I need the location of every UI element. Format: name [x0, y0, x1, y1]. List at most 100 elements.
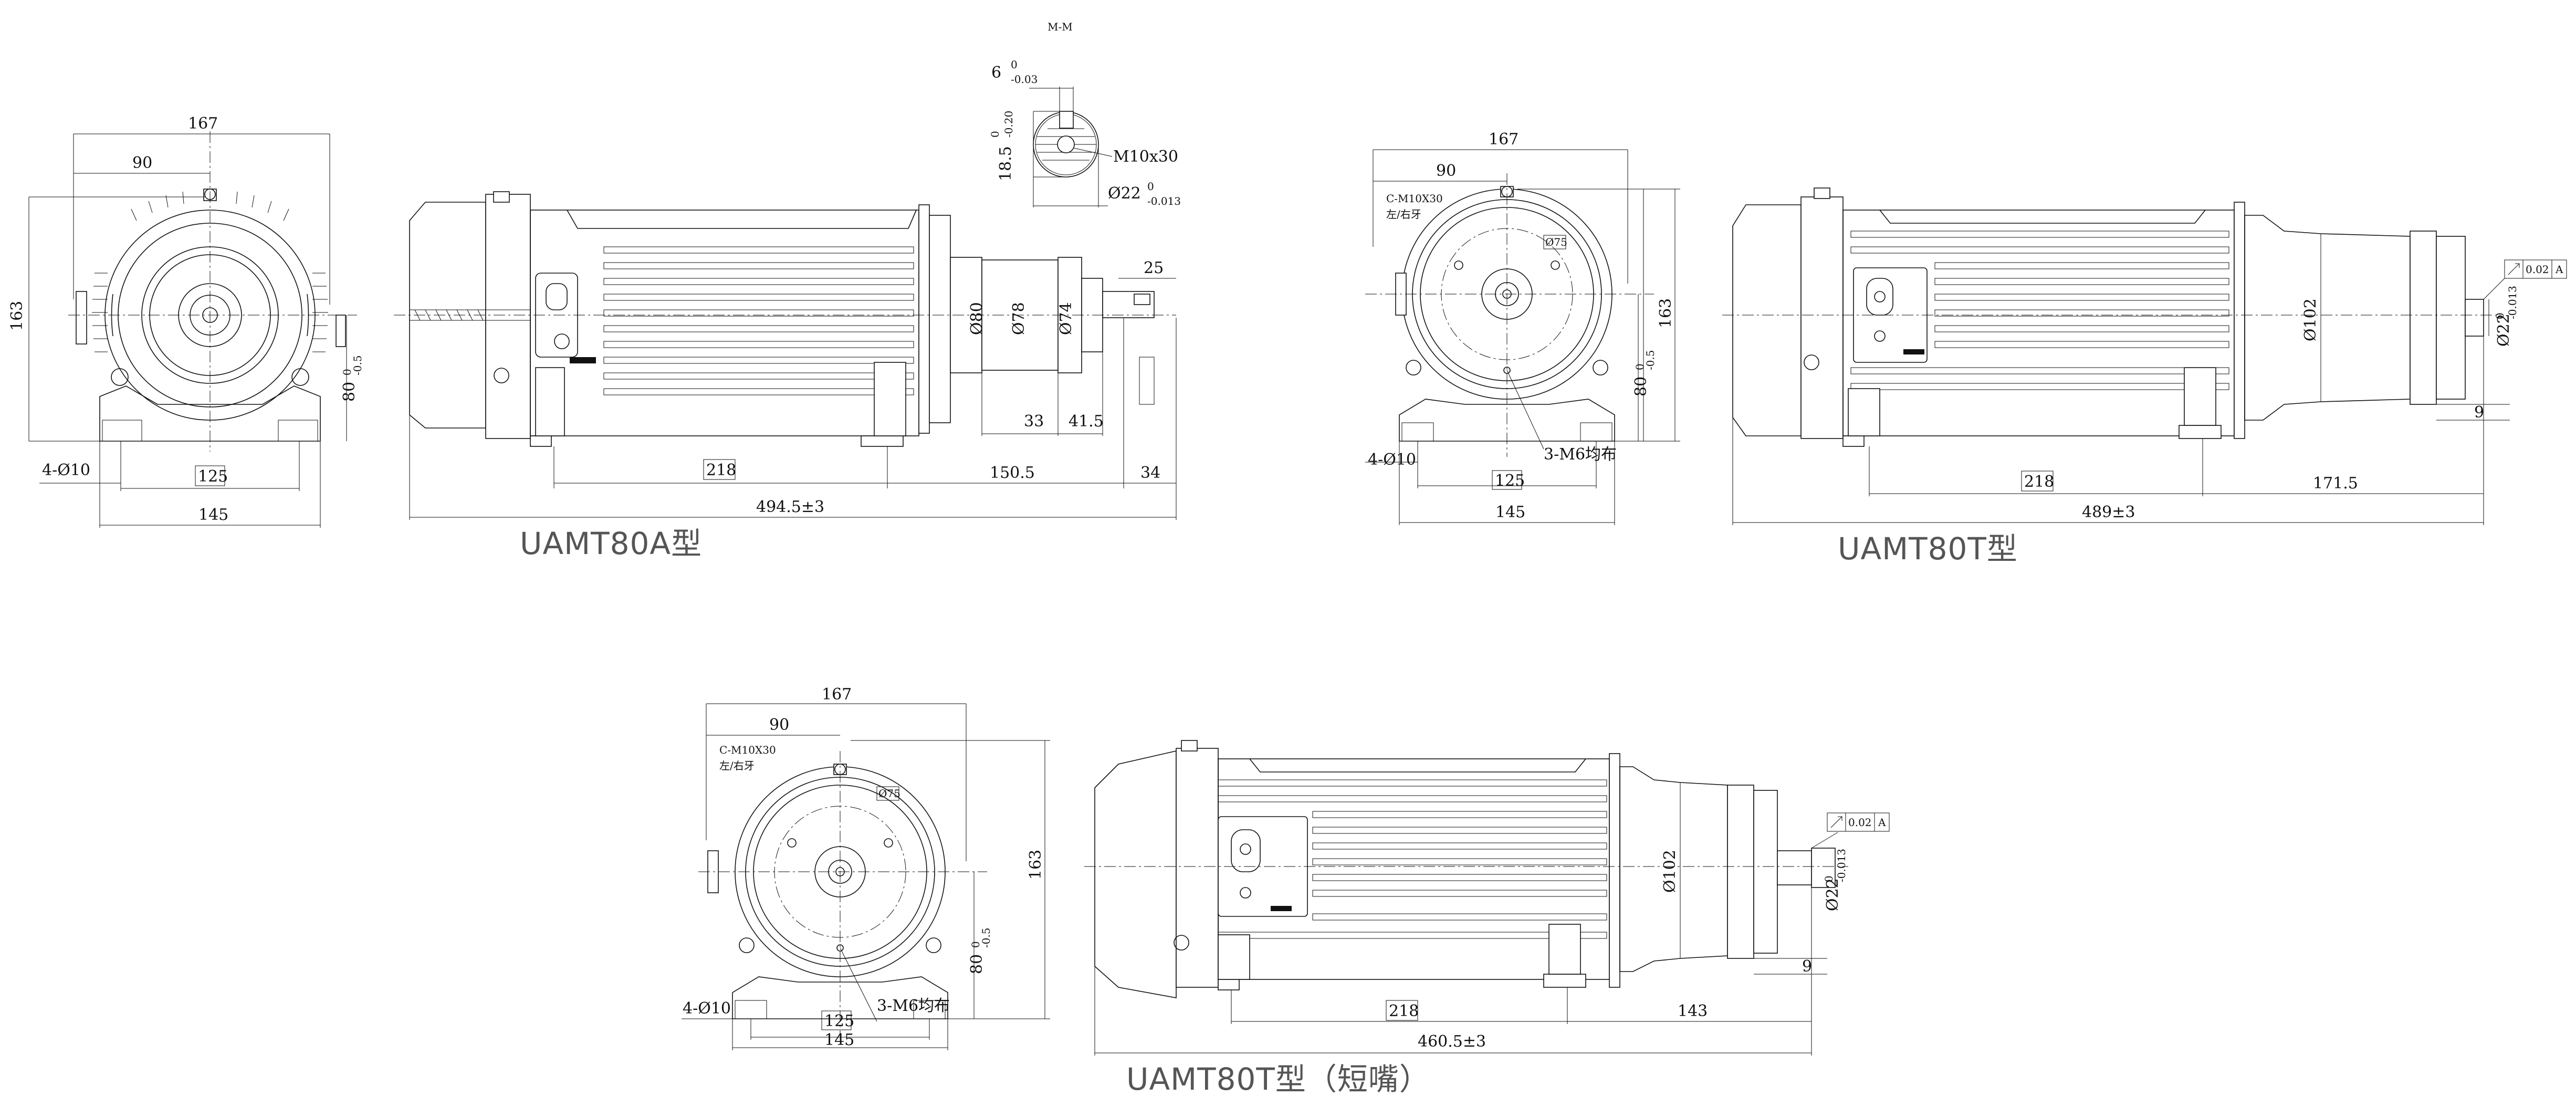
spindle-collar [1753, 790, 1778, 954]
dim-width: 167 [822, 685, 852, 704]
cooling-fins [92, 191, 328, 352]
dim-box [703, 459, 736, 480]
dim-base: 145 [198, 506, 228, 524]
top-rib [1879, 210, 2206, 224]
dim-total: 494.5±3 [756, 498, 824, 516]
spindle-ring [1727, 785, 1754, 959]
drain-plug [1174, 935, 1189, 951]
tol-upper: 0 [2494, 312, 2506, 319]
cable [410, 309, 530, 321]
tol-upper: 0 [1011, 58, 1018, 71]
front-flange [929, 215, 951, 423]
m6-hole [1454, 260, 1463, 270]
dim-hole-span: 125 [198, 467, 228, 486]
runout-value: 0.02 [1848, 816, 1872, 829]
body-fins [1218, 779, 1607, 939]
foot-bracket [1218, 934, 1250, 980]
foot-bracket [874, 362, 906, 436]
rear-cap [1094, 750, 1177, 998]
top-rib [1249, 758, 1586, 773]
terminal-slot [1866, 278, 1893, 316]
spindle-collar [2436, 236, 2466, 400]
foot-bracket [535, 367, 565, 436]
view-t-side: Ø102 Ø22 0 -0.013 0.02 A 9 218 171.5 489… [1722, 187, 2567, 525]
foot-block [735, 1000, 767, 1019]
leader-line [840, 947, 877, 1022]
dim-holes: 4-Ø10 [1368, 451, 1416, 469]
foot-block [861, 435, 904, 447]
dim-thread: M10x30 [1113, 148, 1178, 166]
terminal-bolt [1874, 330, 1886, 342]
output-shaft [2465, 299, 2484, 337]
dim-m6: 3-M6均布 [877, 997, 950, 1015]
thread-note: C-M10X30 [719, 744, 776, 756]
tol-upper: 0 [341, 369, 353, 375]
foot-block [1543, 974, 1586, 988]
keyway [1059, 111, 1074, 129]
thread-note-2: 左/右牙 [719, 759, 755, 772]
mounting-feet [99, 385, 321, 442]
terminal-box [76, 291, 87, 345]
dim-half: 90 [769, 716, 789, 734]
dim-half: 90 [132, 154, 152, 172]
caption-uamt80a: UAMT80A型 [520, 526, 702, 561]
foot-block [1580, 422, 1612, 442]
dim-l9: 9 [1802, 957, 1812, 976]
drain-plug [1804, 354, 1819, 370]
hex-bolt [739, 937, 755, 953]
rear-cap [1732, 204, 1802, 436]
runout-value: 0.02 [2526, 263, 2549, 276]
foot-bracket [2184, 367, 2216, 426]
terminal-strip [1903, 349, 1924, 354]
lifting-eye [493, 191, 510, 203]
dim-len-34: 34 [1140, 464, 1160, 482]
shaft-key [1134, 294, 1150, 305]
hex-bolt [111, 368, 129, 386]
foot-block [1218, 979, 1240, 990]
shaft-spacer [1777, 850, 1812, 885]
leader-line [1506, 370, 1544, 450]
dim-box [1386, 1000, 1418, 1021]
view-t-front: 167 90 C-M10X30 左/右牙 Ø75 163 80 0 -0.5 3… [1365, 130, 1680, 525]
dim-d102: Ø102 [1661, 850, 1679, 893]
dim-total: 489±3 [2082, 503, 2135, 521]
dim-hole-span: 125 [824, 1012, 854, 1030]
foot-block [1842, 435, 1865, 447]
dim-len-143: 143 [1678, 1002, 1708, 1020]
hex-bolt [1406, 360, 1421, 375]
tol-upper: 0 [1823, 875, 1835, 882]
foot-block [1401, 422, 1434, 442]
foot-bracket [1848, 388, 1880, 436]
tol-lower: -0.5 [1644, 350, 1657, 370]
foot-block [278, 420, 318, 442]
terminal-strip [1271, 906, 1292, 911]
side-plate [336, 315, 346, 347]
dim-d22: Ø22 [2495, 314, 2513, 347]
tol-upper: 0 [1633, 363, 1646, 370]
dim-height: 163 [8, 301, 26, 331]
dim-l25: 25 [1144, 259, 1164, 277]
terminal-slot [1231, 829, 1261, 872]
dim-center-height: 80 [340, 382, 359, 402]
body-fins [1850, 231, 2229, 390]
dim-l41: 41.5 [1069, 412, 1104, 431]
dim-l9: 9 [2474, 403, 2484, 422]
tol-upper: 0 [989, 131, 1001, 138]
dim-d74: Ø74 [1057, 302, 1075, 335]
dim-height: 163 [1657, 298, 1675, 328]
dim-key-width: 6 [991, 64, 1001, 82]
section-m-m: M-M 6 0 -0.03 18.5 0 -0.20 M10x30 Ø22 0 … [989, 20, 1181, 207]
terminal-strip [570, 357, 596, 363]
thread-note-2: 左/右牙 [1386, 208, 1421, 221]
dim-d80: Ø80 [968, 302, 986, 335]
view-ts-front: 167 90 C-M10X30 左/右牙 Ø75 163 80 0 -0.5 3… [682, 685, 1050, 1050]
hex-bolt [1593, 360, 1608, 375]
rear-endshield [485, 194, 531, 439]
dim-box [1492, 470, 1522, 490]
dim-len-218: 218 [2024, 473, 2054, 491]
dim-len-218: 218 [706, 461, 736, 479]
mounting-feet [732, 976, 948, 1019]
rear-endshield [1800, 196, 1844, 439]
tol-upper: 0 [1147, 180, 1154, 193]
tol-lower: -0.013 [1147, 195, 1181, 207]
